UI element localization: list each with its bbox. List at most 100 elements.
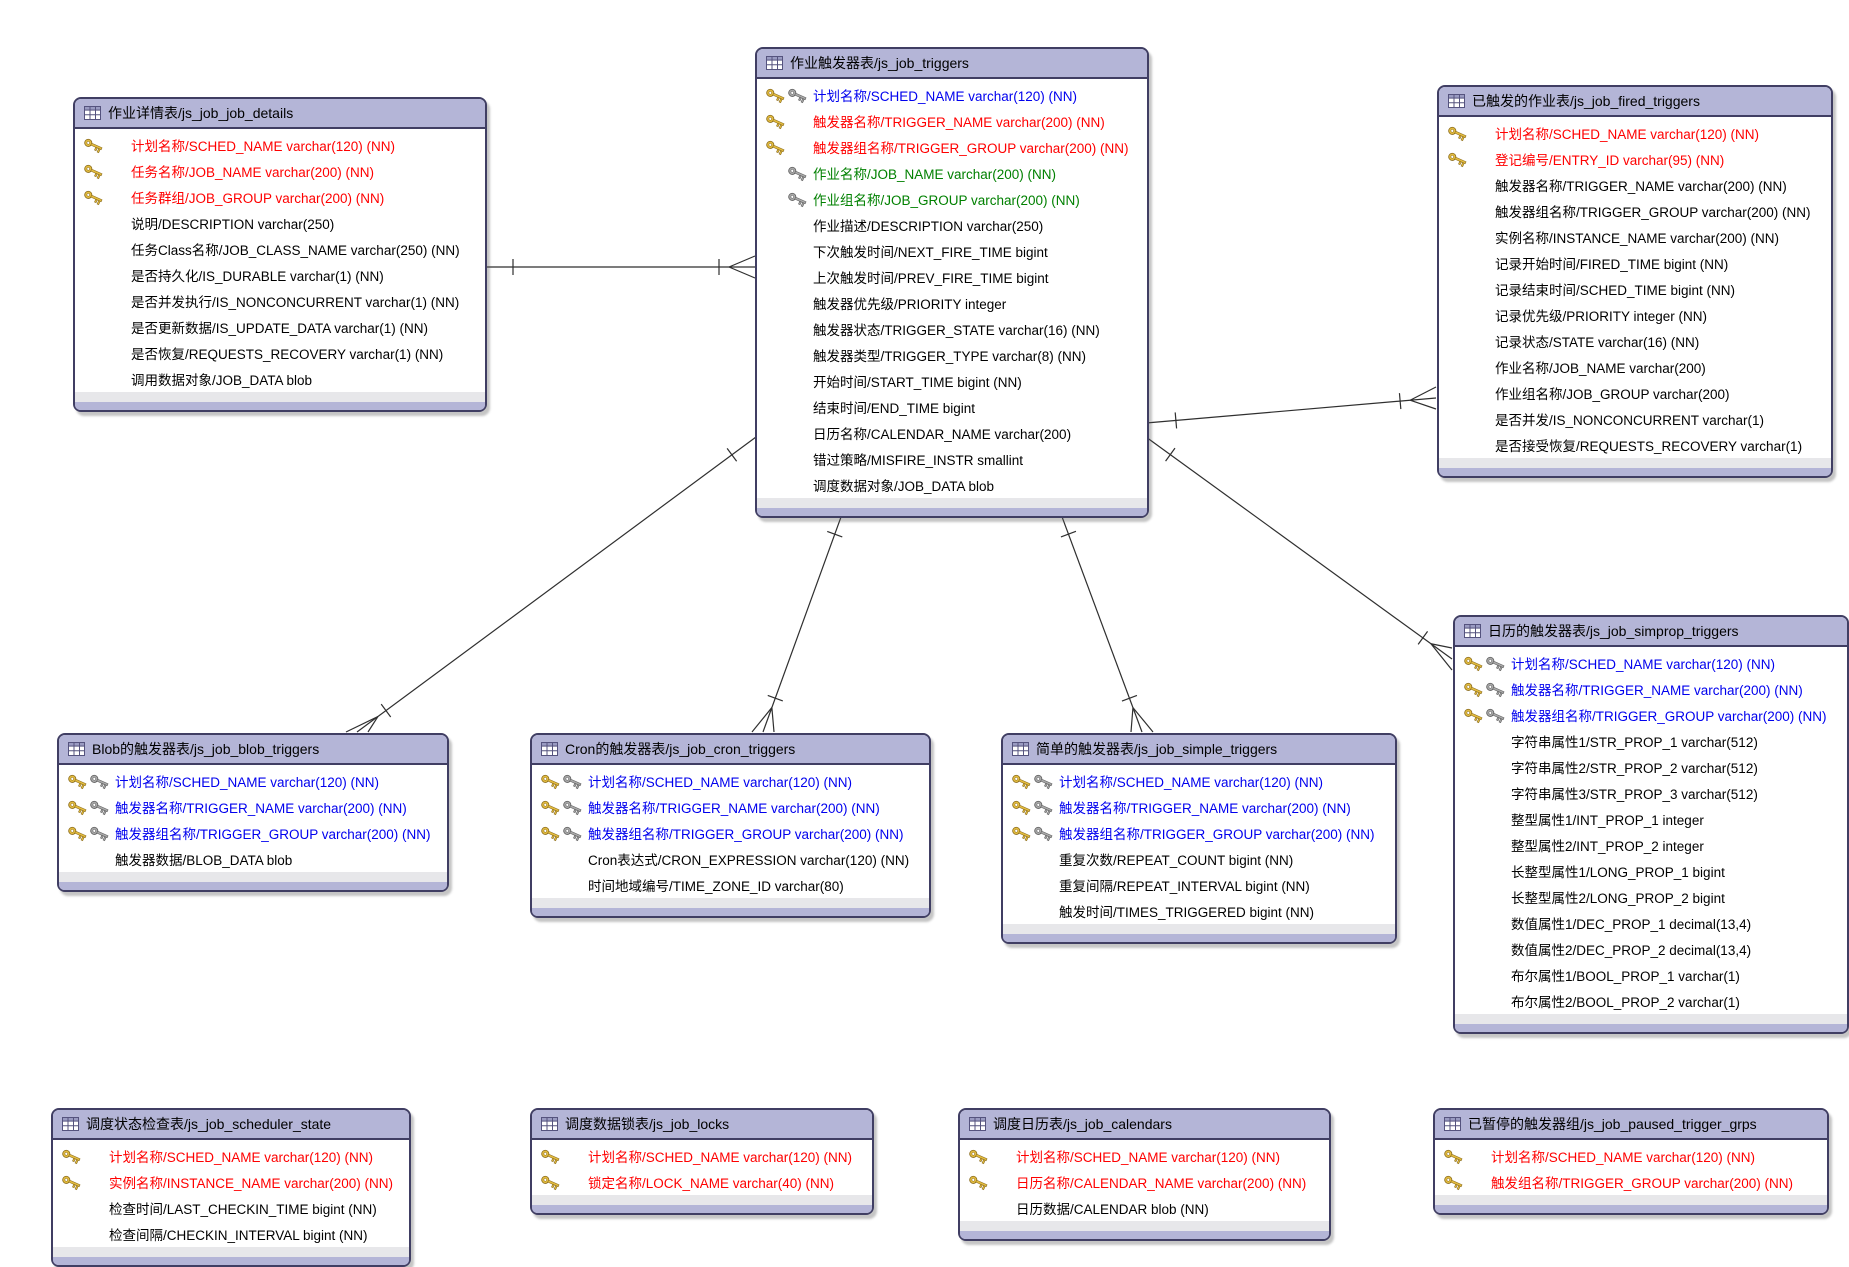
field-row[interactable]: 是否并发/IS_NONCONCURRENT varchar(1) — [1439, 406, 1831, 432]
field-row[interactable]: 重复次数/REPEAT_COUNT bigint (NN) — [1003, 846, 1395, 872]
field-row[interactable]: 触发器类型/TRIGGER_TYPE varchar(8) (NN) — [757, 342, 1147, 368]
field-row[interactable]: 是否更新数据/IS_UPDATE_DATA varchar(1) (NN) — [75, 314, 485, 340]
field-row[interactable]: 触发器组名称/TRIGGER_GROUP varchar(200) (NN) — [757, 134, 1147, 160]
field-row[interactable]: 实例名称/INSTANCE_NAME varchar(200) (NN) — [53, 1169, 409, 1195]
field-row[interactable]: 计划名称/SCHED_NAME varchar(120) (NN) — [532, 1143, 872, 1169]
table-js_job_blob_triggers[interactable]: Blob的触发器表/js_job_blob_triggers 计划名称/SCHED… — [57, 733, 449, 892]
field-row[interactable]: 计划名称/SCHED_NAME varchar(120) (NN) — [757, 82, 1147, 108]
field-row[interactable]: 结束时间/END_TIME bigint — [757, 394, 1147, 420]
field-row[interactable]: 上次触发时间/PREV_FIRE_TIME bigint — [757, 264, 1147, 290]
field-row[interactable]: 记录开始时间/FIRED_TIME bigint (NN) — [1439, 250, 1831, 276]
field-row[interactable]: 日历名称/CALENDAR_NAME varchar(200) — [757, 420, 1147, 446]
field-row[interactable]: 作业名称/JOB_NAME varchar(200) (NN) — [757, 160, 1147, 186]
field-row[interactable]: 记录优先级/PRIORITY integer (NN) — [1439, 302, 1831, 328]
field-row[interactable]: 计划名称/SCHED_NAME varchar(120) (NN) — [1435, 1143, 1827, 1169]
field-row[interactable]: 触发器组名称/TRIGGER_GROUP varchar(200) (NN) — [532, 820, 929, 846]
field-row[interactable]: 是否恢复/REQUESTS_RECOVERY varchar(1) (NN) — [75, 340, 485, 366]
table-js_job_simprop_triggers[interactable]: 日历的触发器表/js_job_simprop_triggers 计划名称/SCHE… — [1453, 615, 1849, 1034]
field-row[interactable]: 触发器状态/TRIGGER_STATE varchar(16) (NN) — [757, 316, 1147, 342]
field-row[interactable]: 作业组名称/JOB_GROUP varchar(200) — [1439, 380, 1831, 406]
table-header[interactable]: Cron的触发器表/js_job_cron_triggers — [532, 735, 929, 765]
table-js_job_paused_trigger_grps[interactable]: 已暂停的触发器组/js_job_paused_trigger_grps 计划名称/… — [1433, 1108, 1829, 1215]
field-row[interactable]: 计划名称/SCHED_NAME varchar(120) (NN) — [1439, 120, 1831, 146]
table-header[interactable]: 作业详情表/js_job_job_details — [75, 99, 485, 129]
field-row[interactable]: 触发器名称/TRIGGER_NAME varchar(200) (NN) — [532, 794, 929, 820]
field-row[interactable]: 触发器组名称/TRIGGER_GROUP varchar(200) (NN) — [1003, 820, 1395, 846]
field-row[interactable]: 作业描述/DESCRIPTION varchar(250) — [757, 212, 1147, 238]
field-row[interactable]: 计划名称/SCHED_NAME varchar(120) (NN) — [59, 768, 447, 794]
table-header[interactable]: 已暂停的触发器组/js_job_paused_trigger_grps — [1435, 1110, 1827, 1140]
field-row[interactable]: 触发器优先级/PRIORITY integer — [757, 290, 1147, 316]
field-row[interactable]: 下次触发时间/NEXT_FIRE_TIME bigint — [757, 238, 1147, 264]
table-js_job_calendars[interactable]: 调度日历表/js_job_calendars 计划名称/SCHED_NAME va… — [958, 1108, 1331, 1241]
table-js_job_scheduler_state[interactable]: 调度状态检查表/js_job_scheduler_state 计划名称/SCHED… — [51, 1108, 411, 1267]
field-row[interactable]: 触发器名称/TRIGGER_NAME varchar(200) (NN) — [1439, 172, 1831, 198]
field-row[interactable]: 任务Class名称/JOB_CLASS_NAME varchar(250) (N… — [75, 236, 485, 262]
field-row[interactable]: 记录状态/STATE varchar(16) (NN) — [1439, 328, 1831, 354]
field-row[interactable]: 触发器名称/TRIGGER_NAME varchar(200) (NN) — [757, 108, 1147, 134]
field-row[interactable]: 触发器名称/TRIGGER_NAME varchar(200) (NN) — [1003, 794, 1395, 820]
field-row[interactable]: 任务名称/JOB_NAME varchar(200) (NN) — [75, 158, 485, 184]
field-row[interactable]: 计划名称/SCHED_NAME varchar(120) (NN) — [75, 132, 485, 158]
table-header[interactable]: 简单的触发器表/js_job_simple_triggers — [1003, 735, 1395, 765]
table-header[interactable]: 日历的触发器表/js_job_simprop_triggers — [1455, 617, 1847, 647]
field-row[interactable]: 作业组名称/JOB_GROUP varchar(200) (NN) — [757, 186, 1147, 212]
field-row[interactable]: 说明/DESCRIPTION varchar(250) — [75, 210, 485, 236]
table-header[interactable]: 调度数据锁表/js_job_locks — [532, 1110, 872, 1140]
field-row[interactable]: 触发器组名称/TRIGGER_GROUP varchar(200) (NN) — [59, 820, 447, 846]
field-row[interactable]: 布尔属性2/BOOL_PROP_2 varchar(1) — [1455, 988, 1847, 1014]
field-row[interactable]: 布尔属性1/BOOL_PROP_1 varchar(1) — [1455, 962, 1847, 988]
field-row[interactable]: 触发器名称/TRIGGER_NAME varchar(200) (NN) — [1455, 676, 1847, 702]
table-header[interactable]: 作业触发器表/js_job_triggers — [757, 49, 1147, 79]
field-row[interactable]: 整型属性2/INT_PROP_2 integer — [1455, 832, 1847, 858]
field-row[interactable]: 计划名称/SCHED_NAME varchar(120) (NN) — [532, 768, 929, 794]
table-header[interactable]: Blob的触发器表/js_job_blob_triggers — [59, 735, 447, 765]
field-row[interactable]: 是否接受恢复/REQUESTS_RECOVERY varchar(1) — [1439, 432, 1831, 458]
field-row[interactable]: 时间地域编号/TIME_ZONE_ID varchar(80) — [532, 872, 929, 898]
field-row[interactable]: Cron表达式/CRON_EXPRESSION varchar(120) (NN… — [532, 846, 929, 872]
table-header[interactable]: 调度状态检查表/js_job_scheduler_state — [53, 1110, 409, 1140]
field-row[interactable]: 记录结束时间/SCHED_TIME bigint (NN) — [1439, 276, 1831, 302]
field-row[interactable]: 计划名称/SCHED_NAME varchar(120) (NN) — [53, 1143, 409, 1169]
field-row[interactable]: 触发器数据/BLOB_DATA blob — [59, 846, 447, 872]
field-row[interactable]: 整型属性1/INT_PROP_1 integer — [1455, 806, 1847, 832]
field-row[interactable]: 作业名称/JOB_NAME varchar(200) — [1439, 354, 1831, 380]
field-row[interactable]: 是否持久化/IS_DURABLE varchar(1) (NN) — [75, 262, 485, 288]
field-row[interactable]: 日历数据/CALENDAR blob (NN) — [960, 1195, 1329, 1221]
field-row[interactable]: 字符串属性3/STR_PROP_3 varchar(512) — [1455, 780, 1847, 806]
field-row[interactable]: 重复间隔/REPEAT_INTERVAL bigint (NN) — [1003, 872, 1395, 898]
field-row[interactable]: 调用数据对象/JOB_DATA blob — [75, 366, 485, 392]
field-row[interactable]: 触发组名称/TRIGGER_GROUP varchar(200) (NN) — [1435, 1169, 1827, 1195]
field-row[interactable]: 计划名称/SCHED_NAME varchar(120) (NN) — [960, 1143, 1329, 1169]
field-row[interactable]: 计划名称/SCHED_NAME varchar(120) (NN) — [1455, 650, 1847, 676]
field-row[interactable]: 触发器组名称/TRIGGER_GROUP varchar(200) (NN) — [1439, 198, 1831, 224]
field-row[interactable]: 检查间隔/CHECKIN_INTERVAL bigint (NN) — [53, 1221, 409, 1247]
field-row[interactable]: 开始时间/START_TIME bigint (NN) — [757, 368, 1147, 394]
table-js_job_cron_triggers[interactable]: Cron的触发器表/js_job_cron_triggers 计划名称/SCHED… — [530, 733, 931, 918]
field-row[interactable]: 是否并发执行/IS_NONCONCURRENT varchar(1) (NN) — [75, 288, 485, 314]
field-row[interactable]: 数值属性2/DEC_PROP_2 decimal(13,4) — [1455, 936, 1847, 962]
table-js_job_job_details[interactable]: 作业详情表/js_job_job_details 计划名称/SCHED_NAME … — [73, 97, 487, 412]
field-row[interactable]: 错过策略/MISFIRE_INSTR smallint — [757, 446, 1147, 472]
table-js_job_locks[interactable]: 调度数据锁表/js_job_locks 计划名称/SCHED_NAME varch… — [530, 1108, 874, 1215]
field-row[interactable]: 长整型属性1/LONG_PROP_1 bigint — [1455, 858, 1847, 884]
field-row[interactable]: 登记编号/ENTRY_ID varchar(95) (NN) — [1439, 146, 1831, 172]
field-row[interactable]: 数值属性1/DEC_PROP_1 decimal(13,4) — [1455, 910, 1847, 936]
field-row[interactable]: 长整型属性2/LONG_PROP_2 bigint — [1455, 884, 1847, 910]
field-row[interactable]: 任务群组/JOB_GROUP varchar(200) (NN) — [75, 184, 485, 210]
field-row[interactable]: 检查时间/LAST_CHECKIN_TIME bigint (NN) — [53, 1195, 409, 1221]
field-row[interactable]: 字符串属性2/STR_PROP_2 varchar(512) — [1455, 754, 1847, 780]
field-row[interactable]: 锁定名称/LOCK_NAME varchar(40) (NN) — [532, 1169, 872, 1195]
field-row[interactable]: 实例名称/INSTANCE_NAME varchar(200) (NN) — [1439, 224, 1831, 250]
field-row[interactable]: 触发时间/TIMES_TRIGGERED bigint (NN) — [1003, 898, 1395, 924]
field-row[interactable]: 触发器组名称/TRIGGER_GROUP varchar(200) (NN) — [1455, 702, 1847, 728]
field-row[interactable]: 调度数据对象/JOB_DATA blob — [757, 472, 1147, 498]
table-header[interactable]: 已触发的作业表/js_job_fired_triggers — [1439, 87, 1831, 117]
table-js_job_fired_triggers[interactable]: 已触发的作业表/js_job_fired_triggers 计划名称/SCHED_… — [1437, 85, 1833, 478]
field-row[interactable]: 触发器名称/TRIGGER_NAME varchar(200) (NN) — [59, 794, 447, 820]
field-row[interactable]: 日历名称/CALENDAR_NAME varchar(200) (NN) — [960, 1169, 1329, 1195]
table-js_job_triggers[interactable]: 作业触发器表/js_job_triggers 计划名称/SCHED_NAME va… — [755, 47, 1149, 518]
field-row[interactable]: 字符串属性1/STR_PROP_1 varchar(512) — [1455, 728, 1847, 754]
table-header[interactable]: 调度日历表/js_job_calendars — [960, 1110, 1329, 1140]
